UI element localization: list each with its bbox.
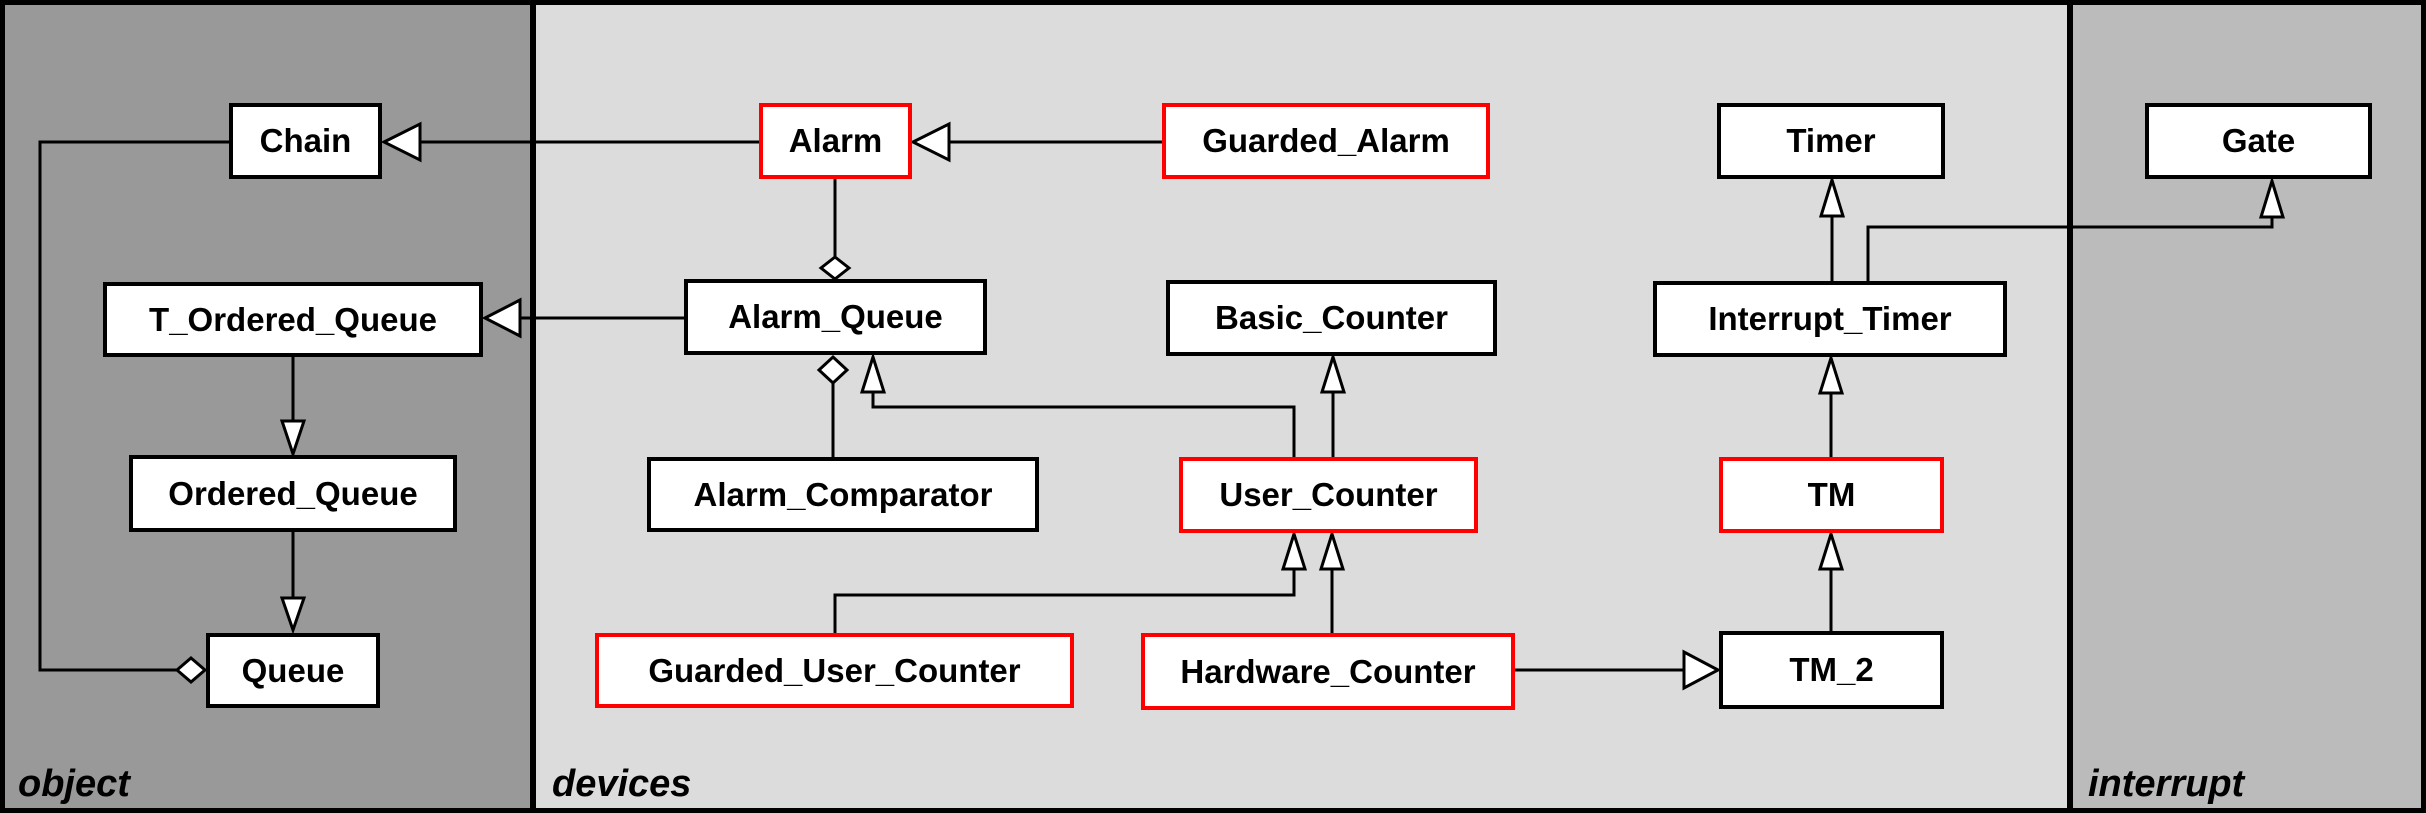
class-label-tm-2: TM_2 — [1789, 651, 1874, 688]
class-box-gate: Gate — [2145, 103, 2372, 179]
class-box-queue: Queue — [206, 633, 380, 708]
class-label-alarm-queue: Alarm_Queue — [728, 298, 943, 335]
edge-ordered-queue-to-queue — [279, 532, 307, 635]
class-box-t-ordered-queue: T_Ordered_Queue — [103, 282, 483, 357]
class-label-user-counter: User_Counter — [1219, 476, 1438, 513]
region-divider-devices-interrupt — [2067, 0, 2073, 813]
edge-guarded-user-counter-to-user-counter — [833, 528, 1308, 633]
class-box-ordered-queue: Ordered_Queue — [129, 455, 457, 532]
class-label-t-ordered-queue: T_Ordered_Queue — [149, 300, 437, 338]
region-label-devices: devices — [552, 763, 692, 805]
class-label-chain: Chain — [259, 122, 352, 159]
edge-guarded-alarm-to-alarm — [909, 121, 1162, 163]
edge-user-counter-to-alarm-queue — [859, 351, 1296, 457]
class-box-tm-2: TM_2 — [1719, 631, 1944, 709]
edge-user-counter-to-basic-counter — [1319, 351, 1347, 457]
edge-alarm-queue-aggregates-alarm-comparator — [816, 354, 850, 457]
region-divider-object-devices — [530, 0, 536, 813]
class-label-alarm-comparator: Alarm_Comparator — [693, 475, 993, 513]
class-box-alarm: Alarm — [759, 103, 912, 179]
class-label-hardware-counter: Hardware_Counter — [1180, 652, 1476, 690]
class-box-chain: Chain — [229, 103, 382, 179]
class-box-user-counter: User_Counter — [1179, 457, 1478, 533]
class-label-queue: Queue — [241, 651, 345, 689]
class-box-alarm-queue: Alarm_Queue — [684, 279, 987, 355]
edge-queue-aggregates-chain — [38, 140, 229, 684]
region-label-interrupt: interrupt — [2088, 763, 2245, 805]
class-box-guarded-user-counter: Guarded_User_Counter — [595, 633, 1074, 708]
class-label-ordered-queue: Ordered_Queue — [168, 474, 418, 512]
class-box-interrupt-timer: Interrupt_Timer — [1653, 281, 2007, 357]
class-box-timer: Timer — [1717, 103, 1945, 179]
edge-hardware-counter-to-tm-2 — [1515, 649, 1722, 691]
edge-alarm-to-chain — [380, 121, 759, 163]
edge-alarm-queue-to-t-ordered-queue — [481, 297, 684, 339]
class-label-gate: Gate — [2221, 122, 2296, 159]
region-label-object: object — [18, 763, 130, 805]
class-label-alarm: Alarm — [788, 122, 883, 159]
class-box-basic-counter: Basic_Counter — [1166, 280, 1497, 356]
class-label-interrupt-timer: Interrupt_Timer — [1708, 300, 1952, 337]
edge-tm-to-interrupt-timer — [1817, 352, 1845, 457]
edge-alarm-queue-aggregates-alarm — [818, 179, 852, 281]
edge-interrupt-timer-to-gate — [1866, 175, 2286, 281]
edge-hardware-counter-to-user-counter — [1318, 528, 1346, 633]
class-box-tm: TM — [1719, 457, 1944, 533]
class-box-guarded-alarm: Guarded_Alarm — [1162, 103, 1490, 179]
edge-t-ordered-queue-to-ordered-queue — [279, 357, 307, 459]
class-label-basic-counter: Basic_Counter — [1215, 299, 1448, 336]
class-box-alarm-comparator: Alarm_Comparator — [647, 457, 1039, 532]
edge-interrupt-timer-to-timer — [1818, 174, 1846, 281]
class-box-hardware-counter: Hardware_Counter — [1141, 633, 1515, 710]
class-label-guarded-alarm: Guarded_Alarm — [1202, 122, 1450, 159]
class-label-guarded-user-counter: Guarded_User_Counter — [648, 651, 1021, 689]
class-label-tm: TM — [1807, 476, 1856, 513]
class-label-timer: Timer — [1786, 122, 1876, 159]
edge-tm-2-to-tm — [1817, 528, 1845, 631]
